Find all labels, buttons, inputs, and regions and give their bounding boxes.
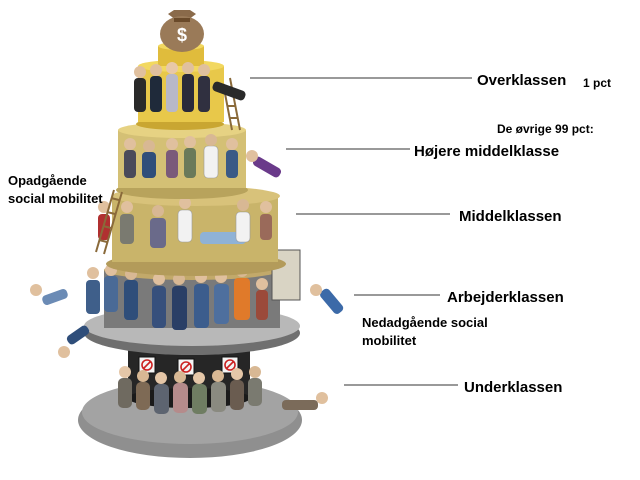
label-overklassen-pct: 1 pct [583,76,612,90]
label-nedadgaende-line1: Nedadgående social [362,315,488,330]
label-middelklassen: Middelklassen [459,208,562,225]
no-sign-icon [138,356,156,374]
falling-figure-upper [246,150,282,178]
ladder-left [95,189,123,255]
pointer-lines [250,77,472,386]
middle-class-wall [112,196,278,262]
label-nedadgaende-line2: mobilitet [362,333,417,348]
falling-figure-right [310,284,344,314]
money-bag-symbol: $ [177,25,187,45]
upper-middle-crowd [124,134,238,179]
pedestal [158,46,204,66]
label-arbejderklassen: Arbejderklassen [447,289,564,306]
underclass-crowd [118,366,328,414]
money-bag-icon [160,10,204,52]
no-sign-icon [177,358,195,376]
upper-class-crowd [134,62,246,112]
label-opadgaende-line2: social mobilitet [8,191,103,206]
label-opadgaende: Opadgående social mobilitet [8,172,103,208]
label-hojere-middelklasse: Højere middelklasse [414,143,560,160]
label-ovrige: De øvrige 99 pct: [497,122,594,136]
label-nedadgaende: Nedadgående social mobilitet [362,314,488,350]
label-opadgaende-line1: Opadgående [8,173,87,188]
upper-middle-wall [118,130,246,188]
label-underklassen: Underklassen [464,379,563,396]
label-overklassen: Overklassen [477,72,567,89]
falling-figure-left [30,284,90,358]
middle-class-crowd [98,197,272,248]
